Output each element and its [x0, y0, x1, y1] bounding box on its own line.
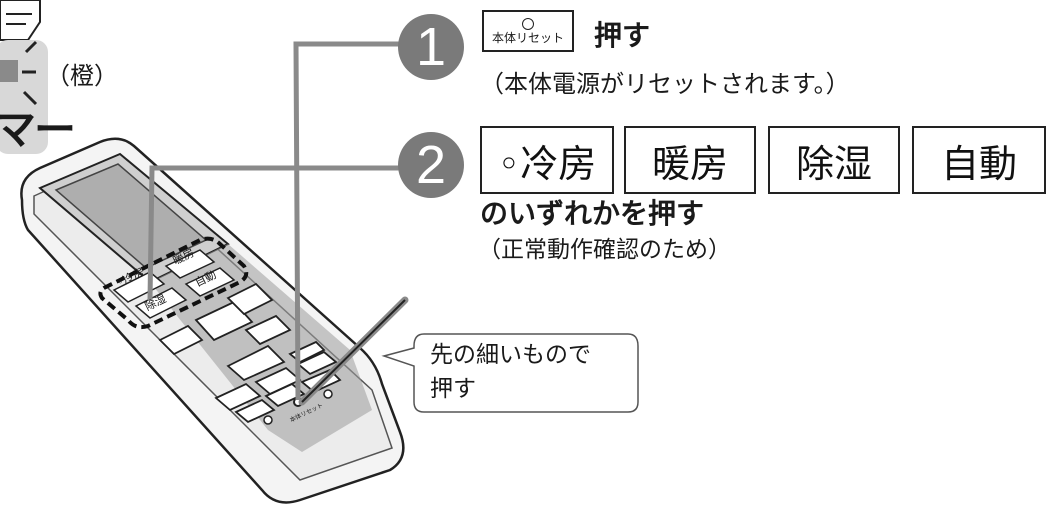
auto-button[interactable]: 自動	[912, 126, 1046, 194]
indoor-unit-panel	[0, 0, 48, 154]
cool-button[interactable]: ◦冷房	[480, 126, 614, 194]
indicator-lamp	[0, 60, 18, 82]
step-2-action: のいずれかを押す	[480, 197, 705, 230]
step-1-badge: 1	[398, 14, 464, 80]
timer-label-fragment: マー	[0, 105, 76, 154]
callout-text: 先の細いもので 押す	[430, 338, 591, 406]
remote-other-buttons	[158, 282, 342, 424]
heat-button[interactable]: 暖房	[624, 126, 756, 194]
callout-line-2: 押す	[430, 376, 476, 402]
reset-button-label: 本体リセット	[491, 31, 564, 45]
callout-bubble	[381, 333, 639, 413]
leader-lines	[147, 41, 400, 401]
remote-mode-buttons	[112, 249, 236, 319]
remote-control	[20, 137, 405, 504]
reset-button[interactable]: 本体リセット	[482, 10, 574, 52]
step-2-note: （正常動作確認のため）	[478, 237, 731, 263]
callout-line-1: 先の細いもので	[430, 342, 591, 368]
step-2-badge: 2	[398, 132, 464, 198]
step-1-note: （本体電源がリセットされます。）	[480, 70, 850, 98]
indicator-color-label: （橙）	[46, 62, 118, 90]
reset-circle-icon	[522, 18, 534, 30]
step-1-action: 押す	[594, 19, 651, 52]
dehumidify-button[interactable]: 除湿	[768, 126, 900, 194]
